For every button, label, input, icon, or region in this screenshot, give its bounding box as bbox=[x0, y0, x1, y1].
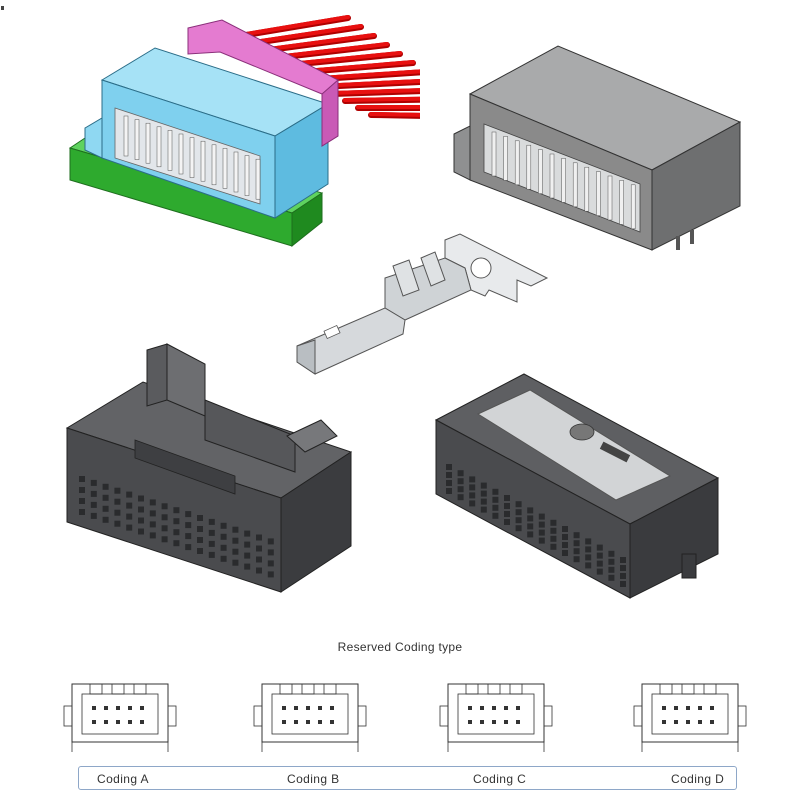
coding-label-bar: Coding A Coding B Coding C Coding D bbox=[78, 766, 737, 790]
coding-b-label: Coding B bbox=[287, 772, 340, 786]
coding-c-label: Coding C bbox=[473, 772, 527, 786]
crimp-terminal-image bbox=[285, 228, 555, 398]
coding-d-label: Coding D bbox=[671, 772, 725, 786]
plug-housing-image bbox=[55, 340, 365, 600]
latch-part bbox=[187, 19, 339, 147]
receptacle-housing-image bbox=[420, 368, 730, 603]
coding-b-drawing bbox=[250, 676, 370, 754]
coding-d-drawing bbox=[630, 676, 750, 754]
stray-mark bbox=[0, 0, 6, 10]
coding-section-title: Reserved Coding type bbox=[337, 640, 463, 654]
connector-assembly-image bbox=[60, 8, 420, 258]
coding-a-drawing bbox=[60, 676, 180, 754]
header-connector-image bbox=[440, 36, 760, 266]
receptacle-body bbox=[84, 47, 330, 219]
coding-c-drawing bbox=[436, 676, 556, 754]
coding-a-label: Coding A bbox=[97, 772, 149, 786]
